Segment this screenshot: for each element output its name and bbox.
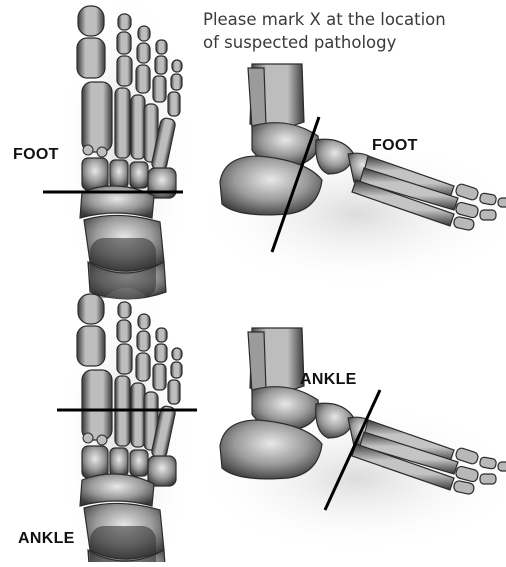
instruction-line-2: of suspected pathology [203, 31, 503, 54]
ap-foot-xray-top [64, 0, 188, 300]
label-foot-lateral: FOOT [372, 137, 418, 155]
lateral-foot-xray-top [208, 64, 506, 284]
label-foot-ap: FOOT [13, 146, 59, 164]
ap-foot-xray-bottom [64, 288, 188, 562]
label-ankle-lateral: ANKLE [300, 371, 357, 389]
instruction-line-1: Please mark X at the location [203, 8, 503, 31]
instruction-text: Please mark X at the location of suspect… [203, 8, 503, 54]
label-ankle-ap: ANKLE [18, 530, 75, 548]
